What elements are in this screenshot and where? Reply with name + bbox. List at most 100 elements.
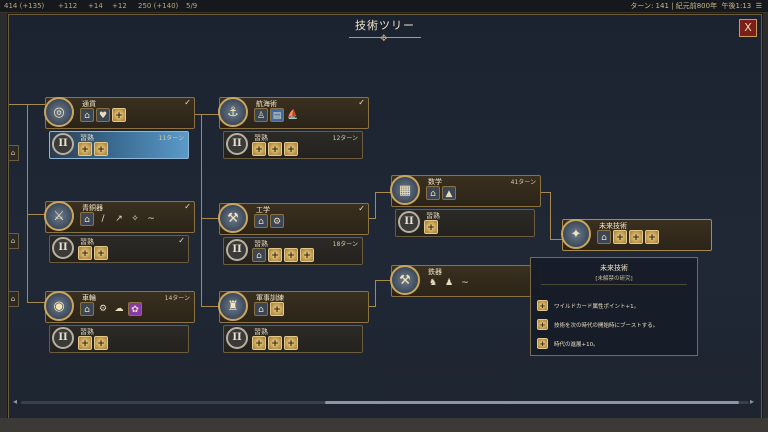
mastery-node-military-training[interactable]: II 習熟 + + + bbox=[223, 325, 363, 353]
culture-resource: +14 bbox=[88, 2, 103, 10]
completed-check-icon: ✓ bbox=[358, 204, 365, 213]
plus-icon: + bbox=[537, 300, 548, 311]
tech-node-currency[interactable]: ◎ 通貨 ✓ ⌂ ♥ + bbox=[44, 97, 195, 129]
connector bbox=[550, 239, 562, 240]
menu-icon[interactable]: ☰ bbox=[755, 2, 762, 10]
sextant-icon: ⚓ bbox=[218, 97, 248, 127]
mastery-roman-icon: II bbox=[52, 327, 74, 349]
scrollbar-thumb[interactable] bbox=[325, 401, 739, 404]
scroll-left-icon[interactable]: ◂ bbox=[13, 397, 18, 406]
plus-icon: + bbox=[94, 336, 108, 350]
close-button[interactable]: X bbox=[739, 19, 757, 37]
offscreen-tech-edge[interactable]: ⌂ bbox=[9, 291, 19, 307]
mastery-roman-icon: II bbox=[398, 211, 420, 233]
title-ornament-icon: ✥ bbox=[380, 34, 388, 44]
plus-icon: + bbox=[424, 220, 438, 234]
building-icon: ⌂ bbox=[80, 212, 94, 226]
gold-resource: 414 (+135) bbox=[4, 2, 45, 10]
plus-icon: + bbox=[252, 336, 266, 350]
unit-icon: ♙ bbox=[254, 108, 268, 122]
mastery-roman-icon: II bbox=[52, 237, 74, 259]
unit-icon: ⚙ bbox=[270, 214, 284, 228]
offscreen-tech-edge[interactable]: ⌂ bbox=[9, 233, 19, 249]
tech-name: 数学 bbox=[428, 178, 442, 186]
plus-icon: + bbox=[268, 336, 282, 350]
tooltip-effect-text: 時代の進展+10。 bbox=[554, 341, 599, 348]
science-resource: +112 bbox=[58, 2, 78, 10]
plus-icon: + bbox=[284, 248, 298, 262]
connector bbox=[367, 218, 375, 219]
plus-icon: + bbox=[537, 319, 548, 330]
mastery-node-engineering[interactable]: II 習熟 18ターン ⌂ + + + bbox=[223, 237, 363, 265]
plus-icon: + bbox=[300, 248, 314, 262]
building-icon: ⌂ bbox=[254, 214, 268, 228]
mastery-roman-icon: II bbox=[52, 133, 74, 155]
tech-name: 工学 bbox=[256, 206, 270, 214]
tech-node-navigation[interactable]: ⚓ 航海術 ✓ ♙ ▤ ⛵ bbox=[218, 97, 369, 129]
cavalry-icon: ♞ bbox=[428, 278, 438, 288]
connector bbox=[201, 114, 202, 306]
plus-icon: + bbox=[78, 142, 92, 156]
future-tech-icon: ✦ bbox=[561, 219, 591, 249]
offscreen-tech-edge[interactable]: ⌂ bbox=[9, 145, 19, 161]
tech-node-mathematics[interactable]: ▦ 数学 41ターン ⌂ ▲ bbox=[390, 175, 541, 207]
happiness-resource: +12 bbox=[112, 2, 127, 10]
tech-node-wheel[interactable]: ◉ 車輪 14ターン ⌂ ⚙ ☁ ✿ bbox=[44, 291, 195, 323]
tech-name: 未来技術 bbox=[599, 222, 627, 230]
connector bbox=[27, 214, 45, 215]
turn-info: ターン: 141 | 紀元前800年 bbox=[630, 2, 718, 10]
tech-tree-panel: 技術ツリー ✥ X ⌂ ⌂ ⌂ ◎ 通貨 ✓ ⌂ ♥ + II 習熟 11ターン… bbox=[8, 14, 762, 420]
mastery-label: 習熟 bbox=[254, 134, 268, 142]
tech-node-military-training[interactable]: ♜ 軍事訓練 ⌂ + bbox=[218, 291, 369, 323]
plus-icon: + bbox=[613, 230, 627, 244]
helmet-icon: ♟ bbox=[444, 278, 454, 288]
connector bbox=[550, 192, 551, 240]
mastery-node-bronze-working[interactable]: II 習熟 ✓ + + bbox=[49, 235, 189, 263]
tools-icon: ⚒ bbox=[218, 203, 248, 233]
tech-node-bronze-working[interactable]: ⚔ 青銅器 ✓ ⌂ / ↗ ✧ ~ bbox=[44, 201, 195, 233]
plus-icon: + bbox=[268, 248, 282, 262]
completed-check-icon: ✓ bbox=[184, 202, 191, 211]
tooltip-divider bbox=[541, 284, 687, 285]
mastery-label: 習熟 bbox=[426, 212, 440, 220]
plus-icon: + bbox=[270, 302, 284, 316]
tech-node-future-tech[interactable]: ✦ 未来技術 ⌂ + + + bbox=[561, 219, 712, 251]
horn-icon: ~ bbox=[461, 278, 469, 288]
building-icon: ⌂ bbox=[252, 248, 266, 262]
top-bar: 414 (+135) +112 +14 +12 250 (+140) 5/9 タ… bbox=[0, 0, 768, 13]
mastery-label: 習熟 bbox=[254, 328, 268, 336]
soldier-icon: ♜ bbox=[218, 291, 248, 321]
panel-title: 技術ツリー bbox=[355, 19, 415, 32]
connector bbox=[375, 192, 391, 193]
tooltip-effect-row: + 技術を次の時代の開始時にブーストする。 bbox=[537, 319, 658, 330]
plus-icon: + bbox=[284, 142, 298, 156]
scroll-right-icon[interactable]: ▸ bbox=[750, 397, 755, 406]
tech-name: 鉄器 bbox=[428, 268, 442, 276]
tooltip-effect-row: + 時代の進展+10。 bbox=[537, 338, 599, 349]
connector bbox=[27, 104, 28, 302]
wonder-icon: ✿ bbox=[128, 302, 142, 316]
connector bbox=[375, 192, 376, 219]
tech-node-iron-working[interactable]: ⚒ 鉄器 ♞ ♟ ~ bbox=[390, 265, 541, 297]
mastery-roman-icon: II bbox=[226, 133, 248, 155]
connector bbox=[193, 114, 219, 115]
mastery-node-navigation[interactable]: II 習熟 12ターン + + + bbox=[223, 131, 363, 159]
plus-icon: + bbox=[94, 246, 108, 260]
mastery-label: 習熟 bbox=[80, 238, 94, 246]
tech-node-engineering[interactable]: ⚒ 工学 ✓ ⌂ ⚙ bbox=[218, 203, 369, 235]
tech-name: 通貨 bbox=[82, 100, 96, 108]
tech-name: 青銅器 bbox=[82, 204, 103, 212]
mastery-node-mathematics[interactable]: II 習熟 + bbox=[395, 209, 535, 237]
mastery-node-currency[interactable]: II 習熟 11ターン + + bbox=[49, 131, 189, 159]
plus-icon: + bbox=[252, 142, 266, 156]
connector bbox=[375, 280, 391, 281]
tech-turns: 41ターン bbox=[510, 179, 536, 186]
mastery-node-wheel[interactable]: II 習熟 + + bbox=[49, 325, 189, 353]
tech-tooltip: 未来技術 [未解禁の研究] + ワイルドカード属性ポイント+1。 + 技術を次の… bbox=[530, 257, 698, 356]
spear-icon: / bbox=[101, 214, 105, 224]
mastery-label: 習熟 bbox=[80, 134, 94, 142]
settlement-count: 5/9 bbox=[186, 2, 198, 10]
influence-resource: 250 (+140) bbox=[138, 2, 179, 10]
plus-icon: + bbox=[629, 230, 643, 244]
bow-icon: ✧ bbox=[131, 214, 139, 224]
